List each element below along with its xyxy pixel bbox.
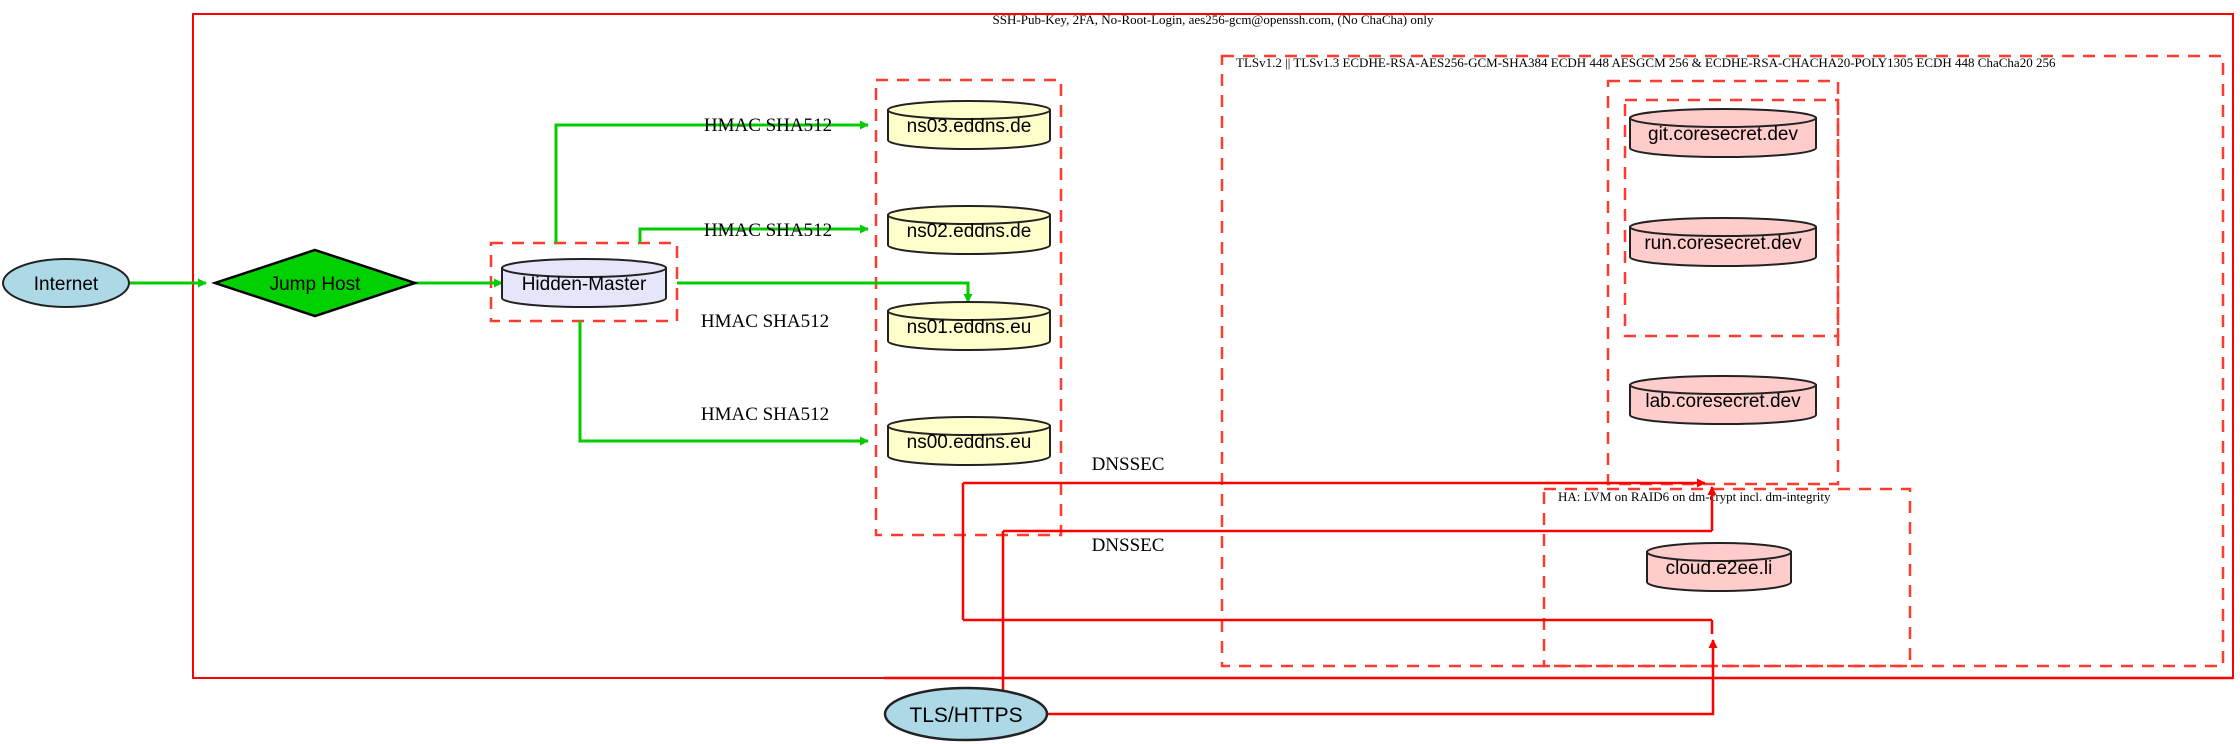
edge-tls-https-right: [1047, 639, 1718, 716]
node-ns02-top: [887, 205, 1051, 225]
node-internet-shape: [2, 258, 130, 308]
node-cloud-e2ee-top: [1646, 542, 1792, 562]
node-ns00-label: ns00.eddns.eu: [907, 432, 1032, 453]
edge-hidden-master-to-ns02: [638, 224, 869, 243]
edge-label-dnssec-upper: DNSSEC: [1092, 454, 1165, 475]
node-run-coresecret-label: run.coresecret.dev: [1644, 233, 1802, 254]
node-ns00[interactable]: ns00.eddns.eu: [887, 416, 1051, 466]
boundary-gitrun-zone: [1623, 98, 1840, 338]
node-run-coresecret-body: [1629, 226, 1817, 267]
boundary-ssh-zone-label: SSH-Pub-Key, 2FA, No-Root-Login, aes256-…: [993, 12, 1434, 27]
edge-label-hmac-ns01: HMAC SHA512: [701, 311, 829, 332]
node-lab-coresecret[interactable]: lab.coresecret.dev: [1629, 375, 1817, 425]
node-jump-host[interactable]: Jump Host: [211, 248, 419, 318]
node-cloud-e2ee-body: [1646, 551, 1792, 592]
node-jump-host-shape: [211, 248, 419, 318]
boundary-tls-zone: [1220, 54, 2225, 668]
node-run-coresecret[interactable]: run.coresecret.dev: [1629, 217, 1817, 267]
node-lab-coresecret-body: [1629, 384, 1817, 425]
boundary-ssh-zone: [192, 13, 2234, 679]
node-ns01-body: [887, 310, 1051, 351]
node-git-coresecret-top: [1629, 108, 1817, 128]
edge-hidden-master-to-ns00: [578, 321, 869, 446]
node-ns01[interactable]: ns01.eddns.eu: [887, 301, 1051, 351]
node-cloud-e2ee-label: cloud.e2ee.li: [1666, 558, 1773, 579]
node-ns03-label: ns03.eddns.de: [907, 116, 1032, 137]
node-jump-host-label: Jump Host: [270, 274, 362, 295]
edge-hidden-master-to-ns01: [677, 281, 973, 303]
node-ns00-body: [887, 425, 1051, 466]
node-ns02-body: [887, 214, 1051, 255]
node-hidden-master[interactable]: Hidden-Master: [501, 258, 667, 308]
node-ns01-top: [887, 301, 1051, 321]
edge-label-hmac-ns03: HMAC SHA512: [704, 115, 832, 136]
node-hidden-master-body: [501, 267, 667, 308]
boundary-tls-zone-label: TLSv1.2 || TLSv1.3 ECDHE-RSA-AES256-GCM-…: [1236, 55, 2056, 70]
boundary-ha-zone-label: HA: LVM on RAID6 on dm-crypt incl. dm-in…: [1558, 489, 1831, 504]
node-ns00-top: [887, 416, 1051, 436]
edge-label-hmac-ns02: HMAC SHA512: [704, 220, 832, 241]
edge-label-hmac-ns00: HMAC SHA512: [701, 404, 829, 425]
node-ns02[interactable]: ns02.eddns.de: [887, 205, 1051, 255]
node-internet[interactable]: Internet: [2, 258, 130, 308]
boundary-dns-zone: [874, 78, 1063, 537]
node-ns03-top: [887, 100, 1051, 120]
node-lab-coresecret-label: lab.coresecret.dev: [1645, 391, 1801, 412]
node-ns03-body: [887, 109, 1051, 150]
node-git-coresecret-label: git.coresecret.dev: [1648, 124, 1798, 145]
node-hidden-master-label: Hidden-Master: [522, 274, 647, 295]
node-ns01-label: ns01.eddns.eu: [907, 317, 1032, 338]
node-run-coresecret-top: [1629, 217, 1817, 237]
node-tls-https-shape: [883, 686, 1049, 742]
node-tls-https[interactable]: TLS/HTTPS: [883, 686, 1049, 742]
edge-label-dnssec-lower: DNSSEC: [1092, 535, 1165, 556]
node-ns03[interactable]: ns03.eddns.de: [887, 100, 1051, 150]
boundary-ha-zone: [1542, 487, 1912, 668]
node-git-coresecret-body: [1629, 117, 1817, 158]
node-git-coresecret[interactable]: git.coresecret.dev: [1629, 108, 1817, 158]
edge-hidden-master-to-ns03: [554, 120, 869, 243]
node-hidden-master-top: [501, 258, 667, 278]
node-lab-coresecret-top: [1629, 375, 1817, 395]
node-internet-label: Internet: [34, 274, 99, 295]
node-ns02-label: ns02.eddns.de: [907, 221, 1032, 242]
node-tls-https-label: TLS/HTTPS: [909, 704, 1022, 727]
node-cloud-e2ee[interactable]: cloud.e2ee.li: [1646, 542, 1792, 592]
boundary-coresecret-zone: [1606, 79, 1840, 486]
